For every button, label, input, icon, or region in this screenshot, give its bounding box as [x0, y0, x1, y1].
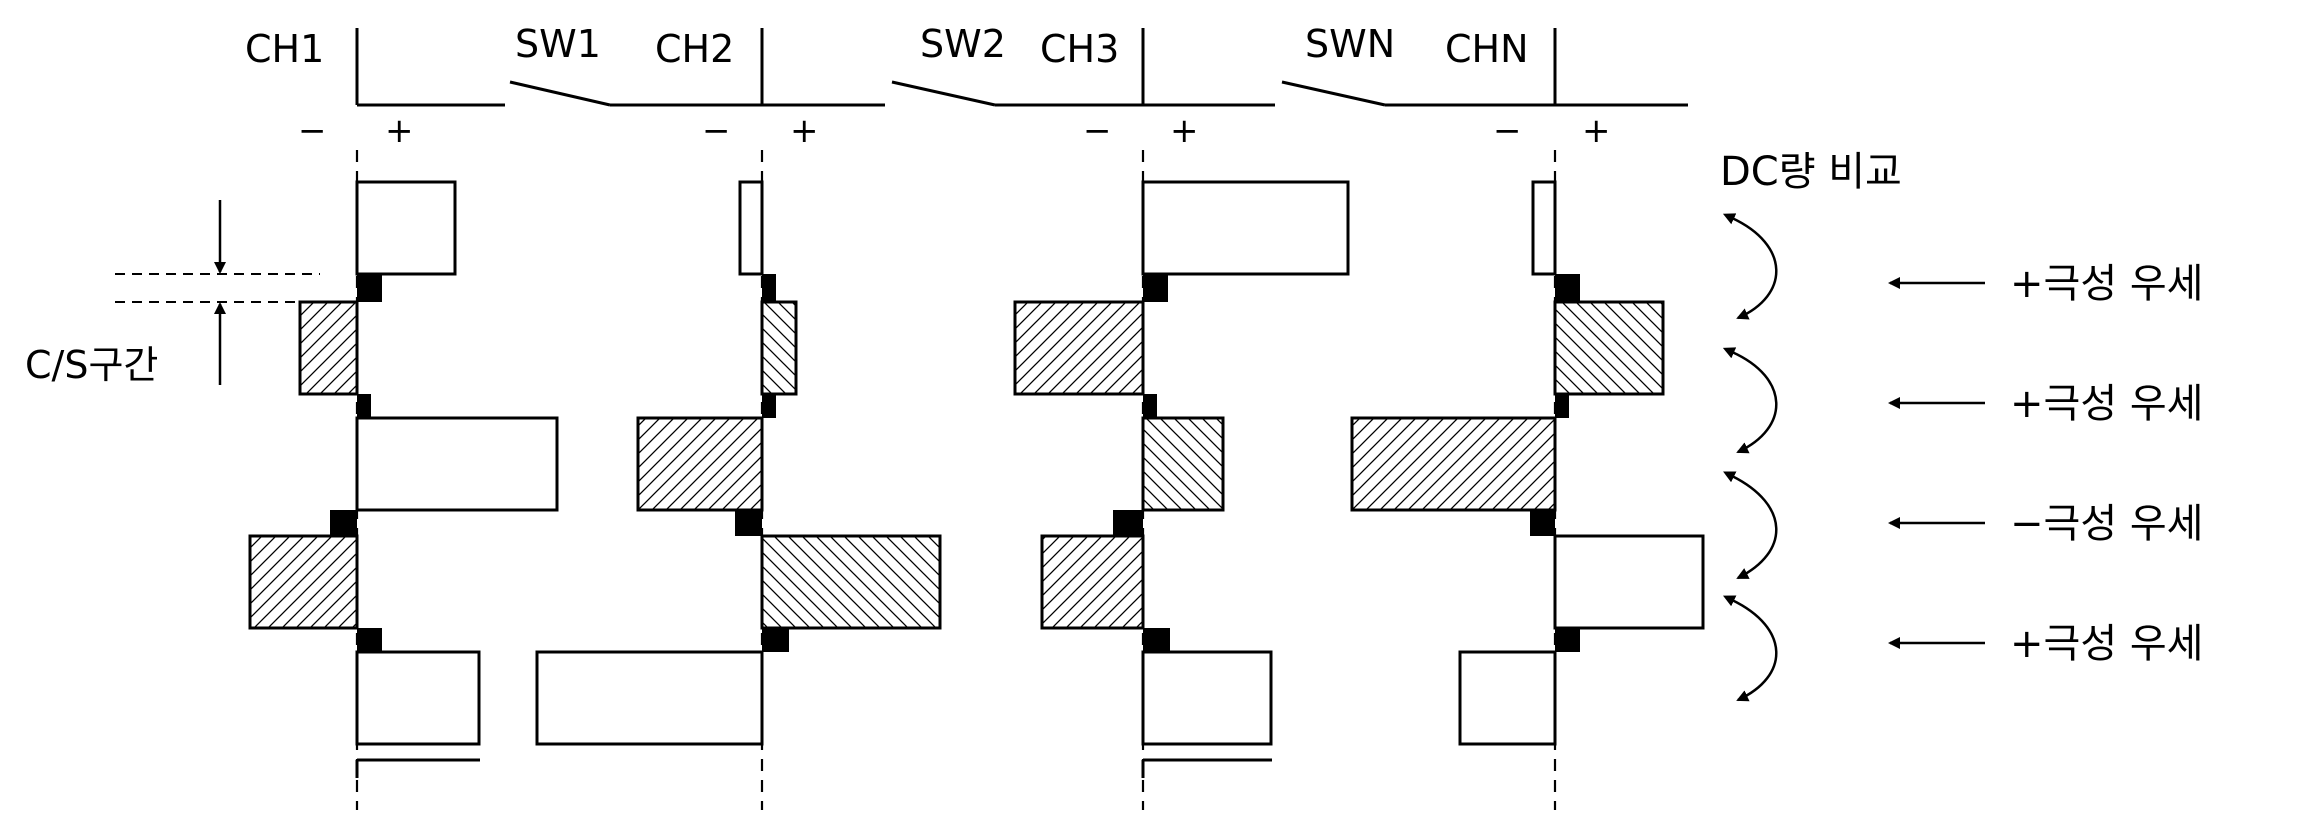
- ch2-cs-block: [762, 394, 776, 418]
- switch-swn: SWN: [1282, 22, 1395, 105]
- chn-pulse-2: [1555, 302, 1663, 394]
- ch2-waveform: [537, 182, 940, 744]
- switch-sw2: SW2: [892, 22, 1006, 105]
- channel-label: CH2: [655, 27, 734, 71]
- ch1-cs-block: [357, 394, 371, 418]
- cs-interval-label: C/S구간: [25, 343, 158, 387]
- channel-ch1-header: CH1 − +: [245, 27, 505, 151]
- ch1-waveform: [250, 182, 557, 778]
- chn-waveform: [1352, 182, 1703, 744]
- row-label-3: −극성 우세: [2010, 501, 2203, 547]
- compare-arc-2: [1732, 352, 1776, 452]
- plus-pole-label: +: [1582, 111, 1611, 151]
- dc-compare-title: DC량 비교: [1720, 149, 1902, 195]
- switch-label: SW1: [515, 22, 601, 66]
- minus-pole-label: −: [1083, 111, 1112, 151]
- ch3-pulse-2: [1015, 302, 1143, 394]
- ch1-pulse-4: [250, 536, 357, 628]
- channel-label: CHN: [1445, 27, 1529, 71]
- switch-label: SWN: [1305, 22, 1395, 66]
- chn-pulse-3: [1352, 418, 1555, 510]
- chn-cs-block: [1555, 628, 1580, 652]
- ch3-cs-block: [1143, 394, 1157, 418]
- ch2-cs-block: [762, 628, 789, 652]
- minus-pole-label: −: [298, 111, 327, 151]
- ch1-pulse-3: [357, 418, 557, 510]
- ch1-cs-block: [357, 628, 382, 652]
- ch1-pulse-1: [357, 182, 455, 274]
- plus-pole-label: +: [385, 111, 414, 151]
- ch3-cs-block: [1143, 628, 1170, 652]
- row-label-2: +극성 우세: [2010, 381, 2203, 427]
- ch2-pulse-3: [638, 418, 762, 510]
- chn-pulse-5: [1460, 652, 1555, 744]
- ch3-cs-block: [1143, 274, 1168, 302]
- ch3-pulse-1: [1143, 182, 1348, 274]
- ch2-cs-block: [762, 274, 776, 302]
- ch1-pulse-5: [357, 652, 479, 744]
- ch3-waveform: [1015, 182, 1348, 778]
- channel-ch2-header: CH2 − +: [610, 27, 885, 151]
- ch1-pulse-2: [300, 302, 357, 394]
- ch2-pulse-4: [762, 536, 940, 628]
- row-label-4: +극성 우세: [2010, 621, 2203, 667]
- compare-arc-3: [1732, 476, 1776, 578]
- plus-pole-label: +: [1170, 111, 1199, 151]
- cs-interval-annotation: C/S구간: [25, 200, 320, 387]
- channel-chn-header: CHN − +: [1385, 27, 1688, 151]
- ch3-pulse-3: [1143, 418, 1223, 510]
- minus-pole-label: −: [702, 111, 731, 151]
- channel-ch3-header: CH3 − +: [995, 27, 1275, 151]
- ch2-pulse-2: [762, 302, 796, 394]
- channel-label: CH1: [245, 27, 324, 71]
- ch1-cs-block: [357, 274, 382, 302]
- chn-cs-block: [1555, 274, 1580, 302]
- ch2-pulse-5: [537, 652, 762, 744]
- ch1-cs-block: [330, 510, 357, 536]
- chn-pulse-4: [1555, 536, 1703, 628]
- ch3-pulse-4: [1042, 536, 1143, 628]
- switch-label: SW2: [920, 22, 1006, 66]
- ch2-cs-block: [735, 510, 762, 536]
- chn-cs-block: [1555, 394, 1569, 418]
- chn-pulse-1: [1533, 182, 1555, 274]
- ch3-pulse-5: [1143, 652, 1271, 744]
- chn-cs-block: [1530, 510, 1555, 536]
- minus-pole-label: −: [1493, 111, 1522, 151]
- ch3-cs-block: [1113, 510, 1143, 536]
- dc-comparison: DC량 비교 +극성 우세 +극성 우세 −극성 우세 +극성 우세: [1720, 149, 2203, 700]
- compare-arc-1: [1732, 218, 1776, 318]
- compare-arc-4: [1732, 600, 1776, 700]
- row-label-1: +극성 우세: [2010, 261, 2203, 307]
- plus-pole-label: +: [790, 111, 819, 151]
- switch-sw1: SW1: [510, 22, 610, 105]
- channel-label: CH3: [1040, 27, 1119, 71]
- ch2-pulse-1: [740, 182, 762, 274]
